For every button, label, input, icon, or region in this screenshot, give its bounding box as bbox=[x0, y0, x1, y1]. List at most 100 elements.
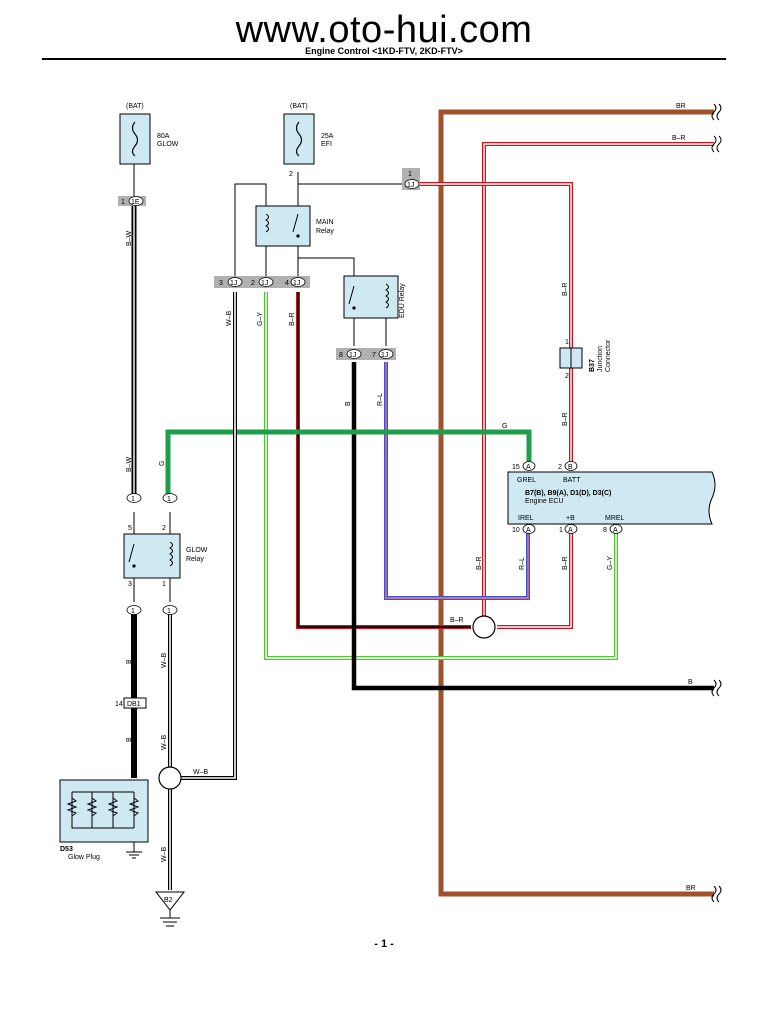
wire-label-br-3: B–R bbox=[562, 412, 569, 426]
fuse-glow bbox=[119, 113, 151, 165]
ecu-pin-plusb: +B bbox=[566, 515, 575, 522]
ecu-pin-batt: BATT bbox=[563, 477, 581, 484]
b37-name-2: Connector bbox=[605, 339, 612, 372]
connectors-glow-relay-i1 bbox=[126, 493, 178, 615]
wire-label-b-2: B bbox=[126, 659, 133, 664]
connector-1j-2-id: 1J bbox=[261, 280, 268, 287]
wire-label-br-5: B–R bbox=[562, 556, 569, 570]
page-subtitle: Engine Control <1KD-FTV, 2KD-FTV> bbox=[305, 46, 463, 56]
wire-label-b-right: B bbox=[688, 679, 693, 686]
ecu-pin-8-conn: A bbox=[613, 527, 618, 534]
glow-relay-pin-1: 1 bbox=[162, 581, 166, 588]
glow-relay bbox=[123, 533, 181, 579]
connector-i1-b: 1 bbox=[167, 496, 171, 503]
wire-label-gy-1: G–Y bbox=[257, 312, 264, 326]
ecu-pin-10-conn: A bbox=[526, 527, 531, 534]
ecu-pin-mrel: MREL bbox=[605, 515, 625, 522]
efi-pin: 2 bbox=[289, 171, 293, 178]
connector-1j-7-pin: 7 bbox=[372, 352, 376, 359]
wire-b-r-batt-inner bbox=[418, 183, 572, 462]
ground-b2-id: B2 bbox=[164, 897, 173, 904]
connector-1j-top-pin: 1 bbox=[408, 171, 412, 178]
wire-label-gy-2: G–Y bbox=[607, 556, 614, 570]
wire-label-wb-3: W–B bbox=[161, 735, 168, 751]
main-relay-label-2: Relay bbox=[316, 228, 334, 235]
wire-label-br-1: B–R bbox=[289, 312, 296, 326]
wire-label-b-3: B bbox=[126, 737, 133, 742]
junction-connector-b37 bbox=[559, 347, 583, 369]
ecu-pin-2-conn: B bbox=[568, 464, 573, 471]
fuse-glow-name: GLOW bbox=[157, 141, 179, 148]
connector-1e-pin: 1 bbox=[121, 199, 125, 206]
ecu-pin-15-num: 15 bbox=[512, 464, 520, 471]
glow-relay-pin-2: 2 bbox=[162, 525, 166, 532]
wire-b-r-relay-inner bbox=[297, 292, 471, 628]
connector-db1-pin: 14 bbox=[115, 701, 123, 708]
connector-1j-2-pin: 2 bbox=[251, 280, 255, 287]
wire-efi-feed bbox=[297, 172, 404, 185]
ecu-pin-1-conn: A bbox=[568, 527, 573, 534]
wire-r-l bbox=[384, 362, 530, 600]
connector-1e-id: 1E bbox=[131, 199, 140, 206]
fuse-efi bbox=[283, 113, 315, 165]
connector-1j-row bbox=[214, 276, 310, 288]
connector-db1-id: DB1 bbox=[127, 701, 141, 708]
connector-1j-4-pin: 4 bbox=[285, 280, 289, 287]
wire-b-r-plusb bbox=[497, 533, 573, 629]
connector-1j-3-id: 1J bbox=[230, 280, 237, 287]
wire-b-r-top bbox=[482, 142, 714, 620]
site-header-url[interactable]: www.oto-hui.com bbox=[235, 9, 533, 51]
wire-label-br-4: B–R bbox=[476, 556, 483, 570]
glow-plug-name: Glow Plug bbox=[68, 854, 100, 861]
connector-i1-d: 1 bbox=[167, 608, 171, 615]
wire-label-g-left: G bbox=[159, 461, 166, 466]
ecu-pin-irel: IREL bbox=[518, 515, 534, 522]
wire-label-rl-1: R–L bbox=[377, 393, 384, 406]
connector-1j-7-id: 1J bbox=[381, 352, 388, 359]
ground-b2 bbox=[154, 891, 186, 927]
glow-relay-label-2: Relay bbox=[186, 556, 204, 563]
connector-1j-4-id: 1J bbox=[293, 280, 300, 287]
wire-label-bw-2: B–W bbox=[126, 456, 133, 472]
main-relay-label-1: MAIN bbox=[316, 219, 334, 226]
edu-relay-label: EDU Relay bbox=[399, 283, 406, 318]
ecu-pin-8-num: 8 bbox=[603, 527, 607, 534]
fuse-glow-source: (BAT) bbox=[126, 103, 144, 110]
connector-1j-top bbox=[402, 168, 420, 190]
wire-label-wb-4: W–B bbox=[161, 847, 168, 863]
glow-plug-id: D53 bbox=[60, 846, 73, 853]
connector-1e bbox=[118, 196, 146, 206]
wire-label-b-1: B bbox=[345, 401, 352, 406]
connector-1j-8-pin: 8 bbox=[339, 352, 343, 359]
wire-br-loop bbox=[438, 109, 714, 897]
connector-1j-top-id: 1J bbox=[407, 182, 414, 189]
wire-g bbox=[165, 429, 532, 496]
wire-label-br-splice: B–R bbox=[450, 617, 464, 624]
fuse-efi-rating: 25A bbox=[321, 133, 334, 140]
wire-label-bw-1: B–W bbox=[126, 230, 133, 246]
splice-b-r bbox=[472, 615, 496, 639]
wire-label-g-top: G bbox=[502, 423, 507, 430]
connector-1j-3-pin: 3 bbox=[219, 280, 223, 287]
wire-label-rl-2: R–L bbox=[519, 557, 526, 570]
wire-r-l-stripe bbox=[385, 362, 529, 599]
b37-pin-top: 1 bbox=[565, 339, 569, 346]
main-relay bbox=[255, 205, 311, 247]
connector-i1-a: 1 bbox=[131, 496, 135, 503]
wire-label-br-bottom: BR bbox=[686, 885, 696, 892]
fuse-efi-source: (BAT) bbox=[290, 103, 308, 110]
wire-color-labels: B–W B–W G G W–B G–Y B–R B R–L B–R B–R B–… bbox=[126, 103, 696, 892]
ecu-pin-2-num: 2 bbox=[558, 464, 562, 471]
ecu-pin-10-num: 10 bbox=[512, 527, 520, 534]
wire-w-b-1j-inner bbox=[180, 292, 236, 779]
b37-name-1: Junction bbox=[597, 346, 604, 372]
ecu-name: Engine ECU bbox=[525, 498, 564, 505]
page-number: - 1 - bbox=[374, 938, 394, 950]
edu-relay bbox=[343, 275, 399, 319]
wire-w-b-1j bbox=[180, 292, 237, 780]
wire-b-r-plusb-inner bbox=[497, 533, 572, 628]
wire-label-br-top: BR bbox=[676, 103, 686, 110]
wire-label-b-r-top: B–R bbox=[672, 135, 686, 142]
b37-id: B37 bbox=[589, 359, 596, 372]
